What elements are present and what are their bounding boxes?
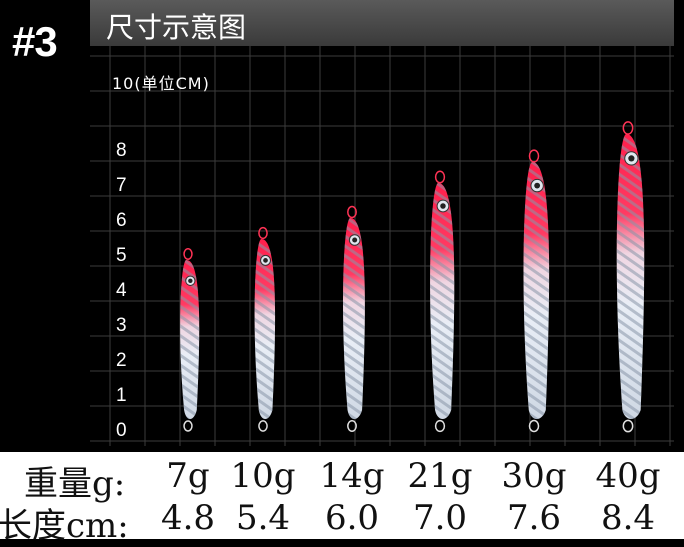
page-title: 尺寸示意图 xyxy=(106,11,247,44)
model-number-badge: #3 xyxy=(12,18,58,65)
lure-3 xyxy=(343,205,365,432)
y-tick-label: 5 xyxy=(116,245,127,266)
weight-value: 7g xyxy=(166,456,210,496)
spec-table: 重量g: 7g 10g 14g 21g 30g 40g 长度cm: 4.8 5.4 6.0 7.… xyxy=(0,452,684,546)
y-tick-label: 1 xyxy=(116,385,127,406)
lure-2 xyxy=(254,226,276,432)
unit-label: 10(单位CM) xyxy=(112,74,210,93)
lure-top-ring xyxy=(347,205,357,219)
lure-bottom-ring xyxy=(258,420,268,432)
weight-value: 21g xyxy=(407,456,473,496)
y-tick-label: 6 xyxy=(116,210,127,231)
lure-bottom-ring xyxy=(434,419,446,433)
weight-value: 10g xyxy=(230,456,296,496)
title-bar: 尺寸示意图 xyxy=(90,0,674,46)
lure-bottom-ring xyxy=(347,420,357,432)
length-value: 4.8 xyxy=(160,498,216,538)
lure-6 xyxy=(616,121,645,433)
length-value: 6.0 xyxy=(324,498,380,538)
y-tick-label: 7 xyxy=(116,175,127,196)
lure-top-ring xyxy=(434,170,446,184)
length-label: 长度cm: xyxy=(0,506,129,546)
lure-bottom-ring xyxy=(622,419,634,433)
weight-value: 30g xyxy=(501,456,567,496)
y-tick-label: 8 xyxy=(116,140,127,161)
size-grid-chart xyxy=(90,46,674,446)
lure-top-ring xyxy=(258,226,268,240)
length-value: 7.6 xyxy=(506,498,562,538)
lure-1 xyxy=(180,248,200,432)
lure-bottom-ring xyxy=(183,420,193,432)
weight-value: 40g xyxy=(595,456,661,496)
lure-top-ring xyxy=(183,248,193,260)
length-value: 5.4 xyxy=(235,498,291,538)
y-tick-label: 3 xyxy=(116,315,127,336)
y-tick-label: 2 xyxy=(116,350,127,371)
lure-bottom-ring xyxy=(528,419,540,433)
length-value: 7.0 xyxy=(412,498,468,538)
y-tick-label: 4 xyxy=(116,280,127,301)
length-value: 8.4 xyxy=(600,498,656,538)
lure-top-ring xyxy=(528,149,540,163)
weight-label: 重量g: xyxy=(24,464,126,504)
lure-4 xyxy=(430,170,455,433)
lure-top-ring xyxy=(622,121,634,135)
y-tick-label: 0 xyxy=(116,420,127,441)
lure-5 xyxy=(523,149,550,433)
weight-value: 14g xyxy=(319,456,385,496)
